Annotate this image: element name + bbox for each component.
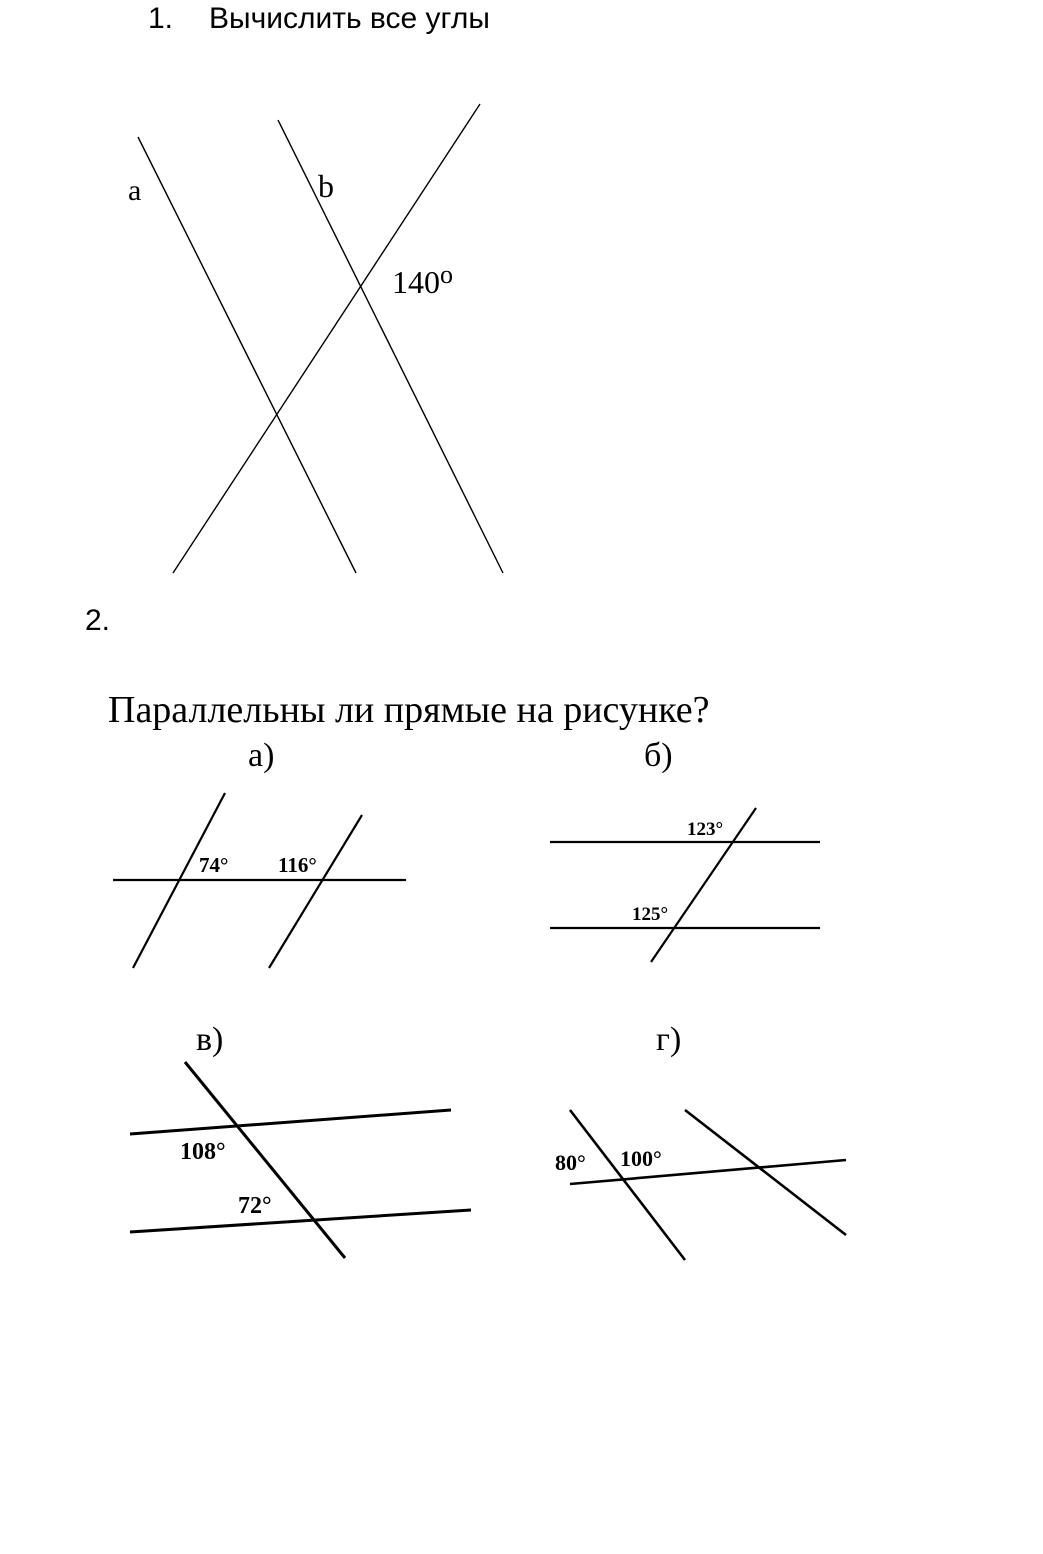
figure-a-right-transversal	[268, 814, 363, 969]
figure-v-lower-line	[129, 1208, 472, 1234]
task-1-number: 1.	[148, 2, 174, 35]
figure-v-angle-72: 72°	[238, 1193, 272, 1219]
figure-b-angle-125: 125°	[632, 904, 668, 925]
figure-b-angle-123: 123°	[687, 819, 723, 840]
figure-g-left-transversal	[568, 1109, 687, 1261]
task-2-question: Параллельны ли прямые на рисунке?	[108, 689, 710, 731]
figure-b: б) 123° 125°	[550, 737, 820, 963]
figure-b-transversal	[650, 807, 757, 963]
figure-b-label: б)	[644, 737, 673, 774]
figure-a-angle-116: 116°	[278, 853, 317, 877]
figure-v-transversal	[183, 1061, 347, 1259]
line-b	[277, 119, 504, 574]
figure-v: в) 108° 72°	[129, 1021, 472, 1259]
figure-g-angle-80: 80°	[555, 1150, 586, 1175]
figure-a-angle-74: 74°	[199, 853, 228, 877]
angle-140-label: 140o	[392, 260, 453, 300]
figure-g-horizontal-line	[569, 1158, 847, 1186]
figure-a: а) 74° 116°	[113, 737, 406, 969]
figure-g-right-transversal	[684, 1108, 847, 1237]
line-a-label: a	[128, 174, 141, 207]
task-1-figure: a b 140o	[128, 103, 504, 574]
figure-g-angle-100: 100°	[620, 1146, 662, 1171]
figure-v-label: в)	[196, 1021, 223, 1058]
figure-v-angle-108: 108°	[180, 1139, 226, 1165]
task-1-text: Вычислить все углы	[209, 2, 490, 35]
figure-a-label: а)	[248, 737, 274, 774]
figure-g: г) 80° 100°	[555, 1021, 847, 1261]
line-b-label: b	[318, 168, 334, 204]
figure-v-upper-line	[129, 1108, 452, 1136]
figure-a-left-transversal	[132, 792, 226, 969]
transversal-line	[172, 103, 481, 574]
task-2-number: 2.	[85, 604, 111, 637]
figure-g-label: г)	[656, 1021, 681, 1058]
line-a	[137, 136, 357, 574]
